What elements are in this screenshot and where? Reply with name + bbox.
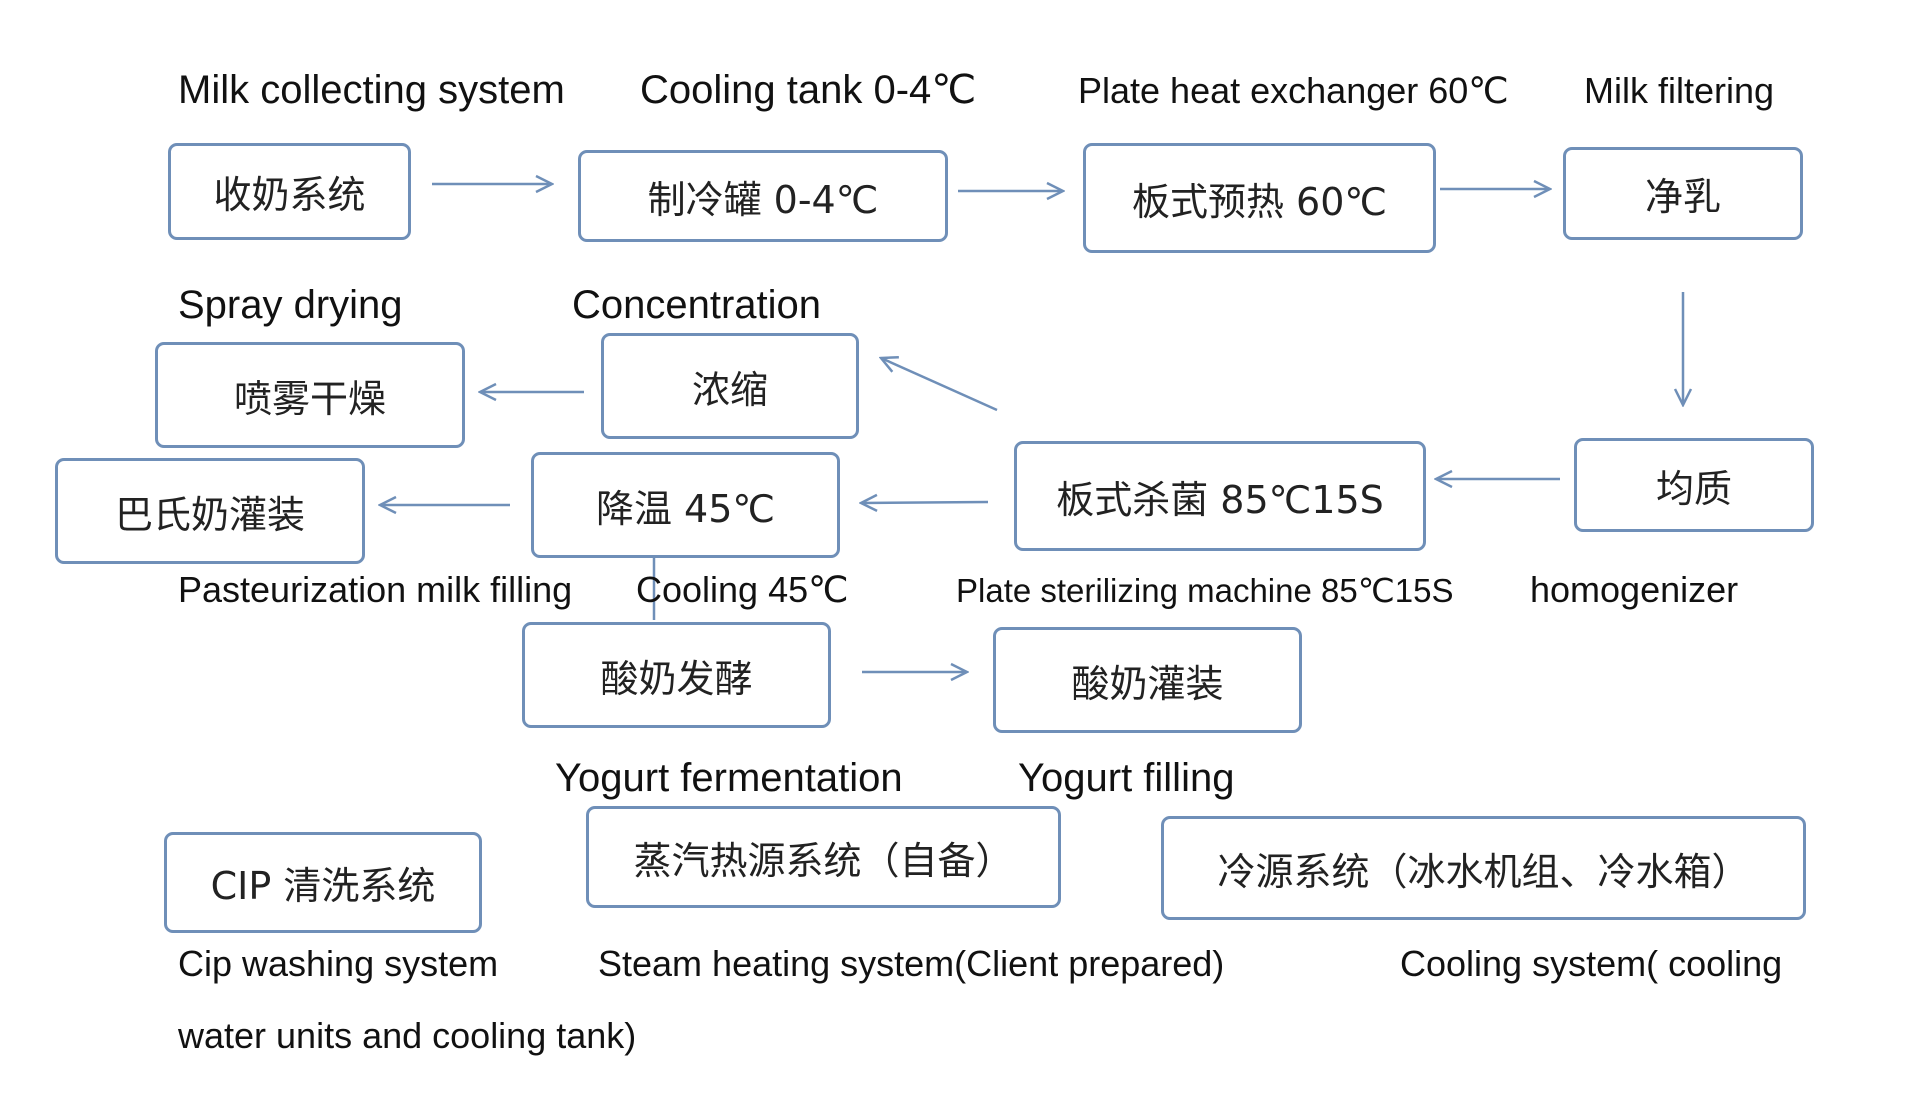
box-concentration: 浓缩 — [601, 333, 859, 439]
box-milk-collecting: 收奶系统 — [168, 143, 411, 240]
box-plate-sterilizing: 板式杀菌 85℃15S — [1014, 441, 1426, 551]
label-milk-filtering: Milk filtering — [1584, 70, 1775, 111]
box-cip-washing: CIP 清洗系统 — [164, 832, 482, 933]
box-steam-heating: 蒸汽热源系统（自备） — [586, 806, 1061, 908]
box-cooling-45: 降温 45℃ — [531, 452, 840, 558]
box-spray-drying: 喷雾干燥 — [155, 342, 465, 448]
label-cooling-system: Cooling system( cooling — [1400, 943, 1783, 984]
label-yogurt-fermentation: Yogurt fermentation — [555, 756, 903, 800]
label-plate-sterilizing-machine: Plate sterilizing machine 85℃15S — [956, 572, 1454, 609]
arrow-sterilize-to-cooling — [861, 502, 989, 503]
box-yogurt-fermentation: 酸奶发酵 — [522, 622, 831, 728]
box-cooling-source: 冷源系统（冰水机组、冷水箱） — [1161, 816, 1806, 920]
label-concentration: Concentration — [572, 283, 822, 327]
box-plate-preheat: 板式预热 60℃ — [1083, 143, 1436, 253]
label-milk-collecting-system: Milk collecting system — [178, 68, 565, 112]
box-yogurt-filling: 酸奶灌装 — [993, 627, 1302, 733]
label-cooling-45: Cooling 45℃ — [636, 569, 849, 610]
label-cooling-system-continued: water units and cooling tank) — [178, 1015, 637, 1056]
box-homogenizer: 均质 — [1574, 438, 1814, 532]
label-cip-washing-system: Cip washing system — [178, 943, 499, 984]
arrow-sterilize-to-concentration — [881, 358, 998, 412]
box-pasteurization-milk-filling: 巴氏奶灌装 — [55, 458, 365, 564]
box-milk-filtering: 净乳 — [1563, 147, 1803, 240]
label-homogenizer: homogenizer — [1530, 569, 1739, 610]
label-pasteurization-milk-filling: Pasteurization milk filling — [178, 569, 573, 610]
label-cooling-tank: Cooling tank 0-4℃ — [640, 68, 977, 112]
box-cooling-tank: 制冷罐 0-4℃ — [578, 150, 948, 242]
label-yogurt-filling: Yogurt filling — [1018, 756, 1235, 800]
label-spray-drying: Spray drying — [178, 283, 403, 327]
label-steam-heating-system: Steam heating system(Client prepared) — [598, 943, 1225, 984]
label-plate-heat-exchanger: Plate heat exchanger 60℃ — [1078, 70, 1509, 111]
